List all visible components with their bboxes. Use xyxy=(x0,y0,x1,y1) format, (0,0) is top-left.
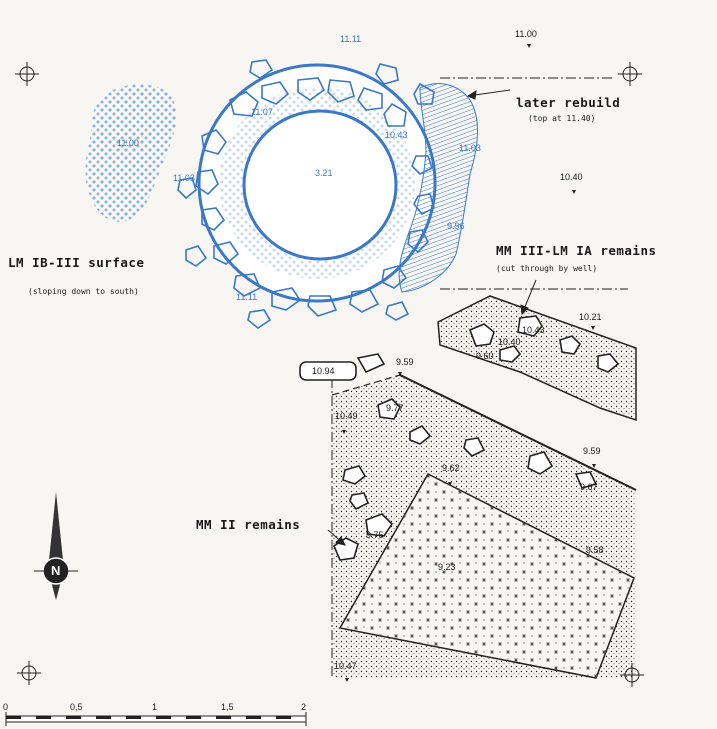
well xyxy=(177,59,437,329)
scale-tick-label: 0,5 xyxy=(70,702,83,712)
elevation-label: 9.59 xyxy=(396,357,414,367)
elevation-label: 9.60 xyxy=(476,351,494,361)
scale-tick-label: 0 xyxy=(3,702,9,712)
loose-stones xyxy=(299,353,386,381)
lm-surface-patch xyxy=(85,84,177,222)
scale-segment xyxy=(66,716,81,719)
well-elevation-label: 10.43 xyxy=(385,130,408,140)
elevation-label: 10.40 xyxy=(498,337,521,347)
crosshair-sw xyxy=(17,661,41,685)
scale-bar xyxy=(5,712,307,726)
scale-segment xyxy=(216,716,231,719)
elevation-label: 9.58 xyxy=(586,545,604,555)
scale-tick-label: 1,5 xyxy=(221,702,234,712)
elevation-label: 10.43 xyxy=(522,325,545,335)
well-elevation-label: 11.11 xyxy=(236,292,258,302)
elevation-label: 9.67 xyxy=(580,482,598,492)
later-rebuild-label: later rebuild xyxy=(516,95,621,110)
well-elevation-label: 11.07 xyxy=(251,107,273,117)
mm3-remains-label: MM III-LM IA remains xyxy=(496,243,657,258)
well-elevation-label: 11.03 xyxy=(459,143,481,153)
elevation-label: 9.62 xyxy=(442,463,460,473)
leader-lines xyxy=(327,89,537,546)
elevation-markers xyxy=(342,44,596,682)
scale-segment xyxy=(186,716,201,719)
scale-segment xyxy=(246,716,261,719)
lm-surface-label: LM IB-III surface xyxy=(8,255,145,270)
elevation-label: 10.47 xyxy=(334,661,357,671)
scale-tick-label: 2 xyxy=(301,702,307,712)
mm3-remains-note: (cut through by well) xyxy=(496,264,598,273)
crosshair-ne xyxy=(618,62,642,86)
scale-segment xyxy=(96,716,111,719)
elevation-label: 10.40 xyxy=(560,172,583,182)
north-arrow xyxy=(34,492,78,600)
elevation-label: 9.75 xyxy=(366,530,384,540)
scale-segment xyxy=(126,716,141,719)
elevation-label: 9.77 xyxy=(386,403,404,413)
later-rebuild-note: (top at 11.40) xyxy=(528,114,596,123)
elevation-label: 9.59 xyxy=(583,446,601,456)
well-elevation-label: 11.03 xyxy=(173,173,195,183)
elevation-label: 10.94 xyxy=(312,366,335,376)
elevation-label: 10.21 xyxy=(579,312,602,322)
well-elevation-label: 11.00 xyxy=(117,138,139,148)
scale-segment xyxy=(36,716,51,719)
well-elevation-label: 3.21 xyxy=(315,168,333,178)
well-elevation-label: 9.96 xyxy=(447,221,465,231)
scale-segment xyxy=(6,716,21,719)
scale-tick-label: 1 xyxy=(152,702,158,712)
elevation-label: 10.49 xyxy=(335,411,358,421)
trench-lines xyxy=(331,77,628,678)
scale-segment xyxy=(156,716,171,719)
mm2-remains-label: MM II remains xyxy=(196,517,301,532)
elevation-label: 11.00 xyxy=(515,29,537,39)
north-letter: N xyxy=(51,563,61,578)
mm-stones xyxy=(333,315,620,561)
crosshair-nw xyxy=(15,62,39,86)
well-elevation-label: 11.11 xyxy=(340,34,362,44)
elevation-label: 9.23 xyxy=(438,562,456,572)
later-rebuild-patch xyxy=(398,83,479,293)
scale-segment xyxy=(276,716,291,719)
lm-surface-note: (sloping down to south) xyxy=(28,287,139,296)
